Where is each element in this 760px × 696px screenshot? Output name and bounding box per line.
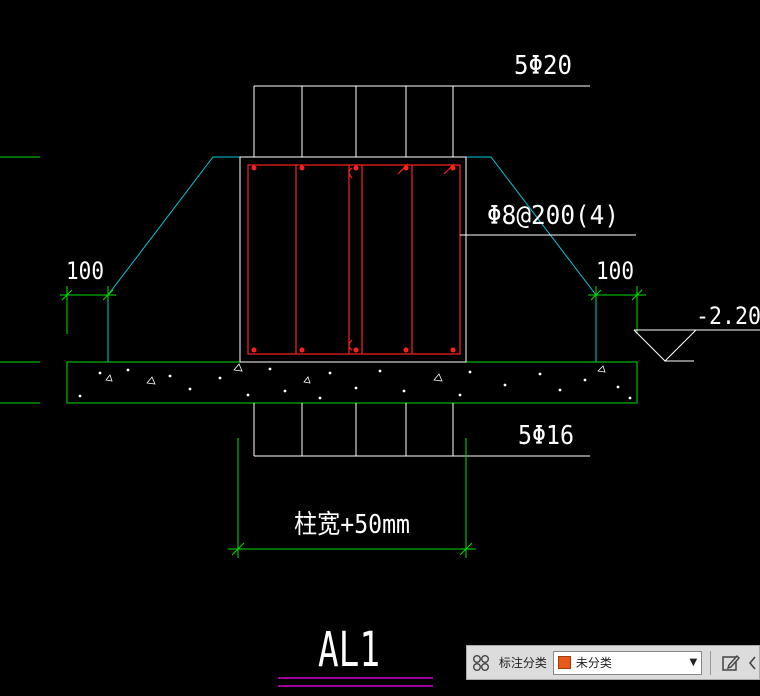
elevation-marker [633,329,760,362]
selected-category: 未分类 [575,656,612,670]
category-label: 标注分类 [498,656,547,670]
toolbar-divider [710,650,712,675]
rebar-cage [247,163,461,355]
annotation-toolbar: 标注分类 未分类 ▼ [466,645,760,680]
bottom-rebar-label: 5Φ16 [518,421,574,451]
dimension-left-100 [60,286,116,334]
right-offset-label: 100 [596,257,634,285]
left-offset-label: 100 [66,257,104,285]
category-select[interactable]: 未分类 ▼ [552,650,703,675]
width-label: 柱宽+50mm [294,510,410,540]
grid-apps-icon[interactable] [467,649,495,677]
dimension-right-100 [588,286,646,334]
column-lines [253,85,590,457]
concrete-hatch [78,363,632,400]
slope-right [466,156,597,362]
beam-name-label: AL1 [318,622,380,678]
elevation-label: -2.200 [696,302,760,330]
slope-left [107,156,240,362]
more-icon[interactable] [745,649,759,677]
category-color-swatch [557,656,571,669]
chevron-down-icon: ▼ [689,657,698,668]
concrete-cushion [66,361,638,404]
dimension-width [228,438,476,558]
edit-icon[interactable] [717,649,745,677]
beam-section-outline [239,156,467,363]
rebar-dots [251,165,456,353]
stirrup-label: Φ8@200(4) [487,201,619,231]
top-rebar-label: 5Φ20 [514,51,572,81]
